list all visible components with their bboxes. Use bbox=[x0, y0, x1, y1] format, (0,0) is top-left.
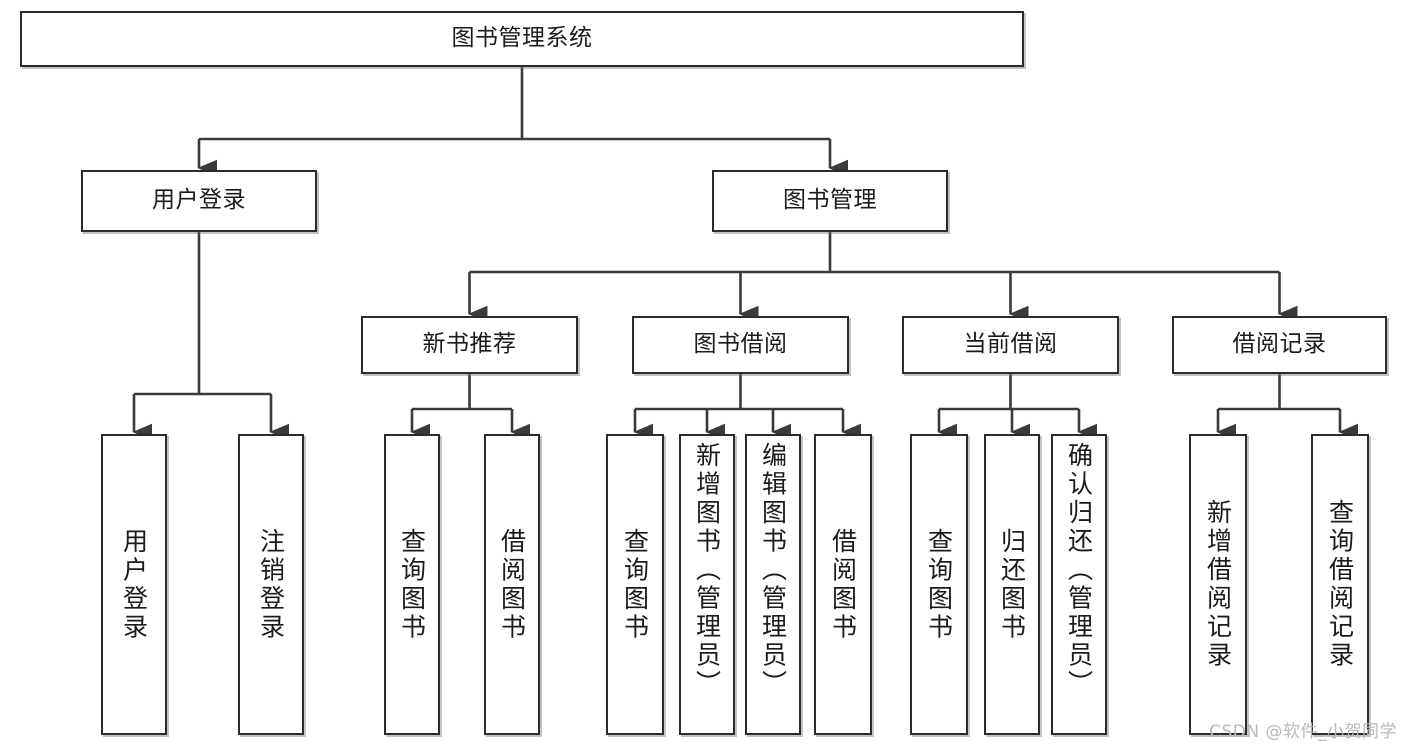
leaf-node-2-label: 查询图书 bbox=[397, 527, 427, 642]
leaf-node-8-label: 查询图书 bbox=[924, 527, 954, 642]
root-node-book-management-system-label: 图书管理系统 bbox=[451, 25, 593, 52]
level2-node-0[interactable]: 用户登录 bbox=[81, 170, 317, 232]
level2-node-1[interactable]: 图书管理 bbox=[712, 170, 948, 232]
level3-node-0-label: 新书推荐 bbox=[422, 331, 517, 358]
leaf-node-5[interactable]: 新增图书（管理员） bbox=[679, 434, 735, 735]
level3-node-3[interactable]: 借阅记录 bbox=[1172, 316, 1387, 374]
leaf-node-12-label: 查询借阅记录 bbox=[1325, 499, 1355, 670]
leaf-node-0[interactable]: 用户登录 bbox=[101, 434, 167, 735]
level3-node-3-label: 借阅记录 bbox=[1232, 331, 1327, 358]
leaf-node-3[interactable]: 借阅图书 bbox=[484, 434, 540, 735]
leaf-node-4-label: 查询图书 bbox=[620, 527, 650, 642]
leaf-node-1[interactable]: 注销登录 bbox=[238, 434, 304, 735]
level3-node-0[interactable]: 新书推荐 bbox=[361, 316, 578, 374]
leaf-node-0-label: 用户登录 bbox=[119, 527, 149, 642]
leaf-node-8[interactable]: 查询图书 bbox=[910, 434, 968, 735]
leaf-node-6-label: 编辑图书（管理员） bbox=[758, 442, 788, 699]
leaf-node-4[interactable]: 查询图书 bbox=[606, 434, 664, 735]
leaf-node-9[interactable]: 归还图书 bbox=[984, 434, 1040, 735]
leaf-node-5-label: 新增图书（管理员） bbox=[692, 442, 722, 699]
level2-node-1-label: 图书管理 bbox=[783, 187, 877, 214]
leaf-node-12[interactable]: 查询借阅记录 bbox=[1311, 434, 1369, 735]
leaf-node-1-label: 注销登录 bbox=[256, 527, 286, 642]
leaf-node-3-label: 借阅图书 bbox=[497, 527, 527, 642]
level3-node-2[interactable]: 当前借阅 bbox=[902, 316, 1119, 374]
leaf-node-11-label: 新增借阅记录 bbox=[1203, 499, 1233, 670]
level3-node-1[interactable]: 图书借阅 bbox=[632, 316, 849, 374]
leaf-node-7[interactable]: 借阅图书 bbox=[814, 434, 872, 735]
root-node-book-management-system[interactable]: 图书管理系统 bbox=[20, 11, 1024, 67]
level3-node-2-label: 当前借阅 bbox=[963, 331, 1058, 358]
leaf-node-2[interactable]: 查询图书 bbox=[384, 434, 440, 735]
level3-node-1-label: 图书借阅 bbox=[693, 331, 788, 358]
leaf-node-11[interactable]: 新增借阅记录 bbox=[1189, 434, 1247, 735]
leaf-node-10-label: 确认归还（管理员） bbox=[1064, 442, 1094, 699]
leaf-node-6[interactable]: 编辑图书（管理员） bbox=[745, 434, 801, 735]
leaf-node-7-label: 借阅图书 bbox=[828, 527, 858, 642]
leaf-node-9-label: 归还图书 bbox=[997, 527, 1027, 642]
leaf-node-10[interactable]: 确认归还（管理员） bbox=[1051, 434, 1107, 735]
level2-node-0-label: 用户登录 bbox=[152, 187, 246, 214]
